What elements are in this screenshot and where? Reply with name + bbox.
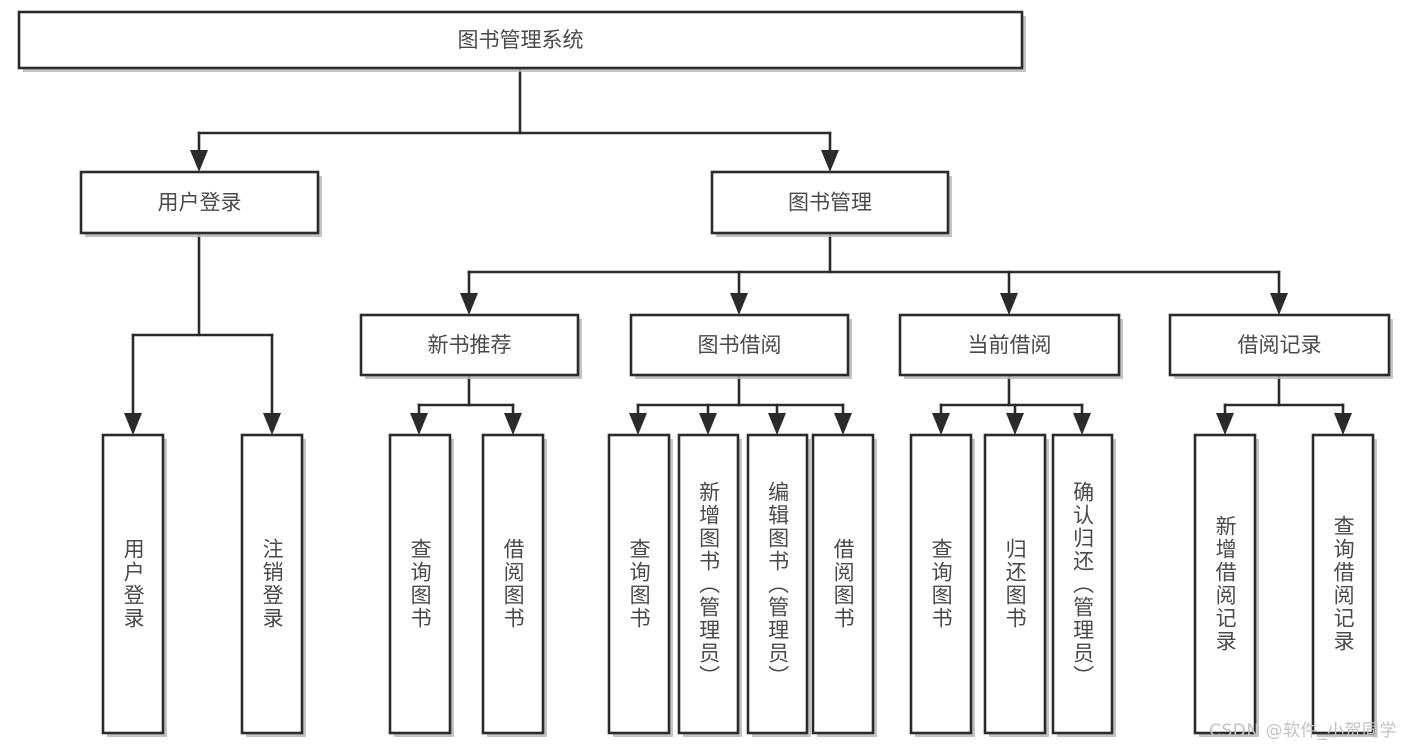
node-box-new-book-recommend[interactable] <box>359 313 580 377</box>
node-label-root: 图书管理系统 <box>458 28 584 52</box>
node-label-current-borrow: 当前借阅 <box>968 333 1052 357</box>
node-label-book-borrow: 图书借阅 <box>698 333 782 357</box>
arrow-to-leaf-add-borrow-record <box>1216 413 1234 435</box>
node-label-new-book-recommend: 新书推荐 <box>428 333 512 357</box>
node-box-current-borrow[interactable] <box>898 313 1121 377</box>
arrow-to-current-borrow <box>1000 293 1018 315</box>
arrow-to-leaf-borrow-book-rec <box>504 413 522 435</box>
arrow-to-leaf-confirm-return <box>1073 413 1091 435</box>
node-box-root[interactable] <box>17 10 1024 70</box>
node-label-borrow-record: 借阅记录 <box>1238 333 1322 357</box>
node-box-leaf-confirm-return[interactable] <box>1051 433 1114 735</box>
arrow-to-leaf-edit-book <box>768 413 786 435</box>
node-box-leaf-query-book-cur[interactable] <box>909 433 973 735</box>
arrow-to-book-manage <box>821 150 839 172</box>
node-box-leaf-user-login[interactable] <box>101 433 165 735</box>
arrow-to-new-book-recommend <box>460 293 478 315</box>
node-box-borrow-record[interactable] <box>1168 313 1391 377</box>
node-box-leaf-query-book-rec[interactable] <box>388 433 452 735</box>
arrow-to-borrow-record <box>1270 293 1288 315</box>
arrow-to-leaf-return-book <box>1006 413 1024 435</box>
node-box-leaf-borrow-book[interactable] <box>811 433 875 735</box>
arrow-to-leaf-logout <box>263 413 281 435</box>
node-box-leaf-query-borrow-record[interactable] <box>1311 433 1375 735</box>
arrow-to-leaf-borrow-book <box>834 413 852 435</box>
node-box-leaf-edit-book[interactable] <box>746 433 809 735</box>
arrow-to-leaf-query-book-rec <box>410 413 428 435</box>
arrow-to-book-borrow <box>730 293 748 315</box>
arrow-to-leaf-query-book-cur <box>932 413 950 435</box>
node-box-leaf-return-book[interactable] <box>983 433 1047 735</box>
arrow-to-leaf-user-login <box>124 413 142 435</box>
node-box-leaf-logout[interactable] <box>240 433 304 735</box>
node-box-leaf-add-book[interactable] <box>677 433 740 735</box>
arrow-to-leaf-query-book-borrow <box>629 413 647 435</box>
arrowhead-layer <box>124 150 1352 435</box>
arrow-to-leaf-query-borrow-record <box>1334 413 1352 435</box>
node-label-book-manage: 图书管理 <box>788 191 872 215</box>
node-box-leaf-query-book-borrow[interactable] <box>607 433 671 735</box>
node-box-leaf-borrow-book-rec[interactable] <box>481 433 545 735</box>
node-box-user-login[interactable] <box>79 170 320 235</box>
watermark-text: CSDN @软件_小贺同学 <box>1209 721 1397 741</box>
arrow-to-user-login <box>190 150 208 172</box>
node-box-leaf-add-borrow-record[interactable] <box>1193 433 1257 735</box>
node-label-user-login: 用户登录 <box>158 191 242 215</box>
node-box-book-manage[interactable] <box>710 170 950 235</box>
arrow-to-leaf-add-book <box>699 413 717 435</box>
node-box-book-borrow[interactable] <box>629 313 850 377</box>
